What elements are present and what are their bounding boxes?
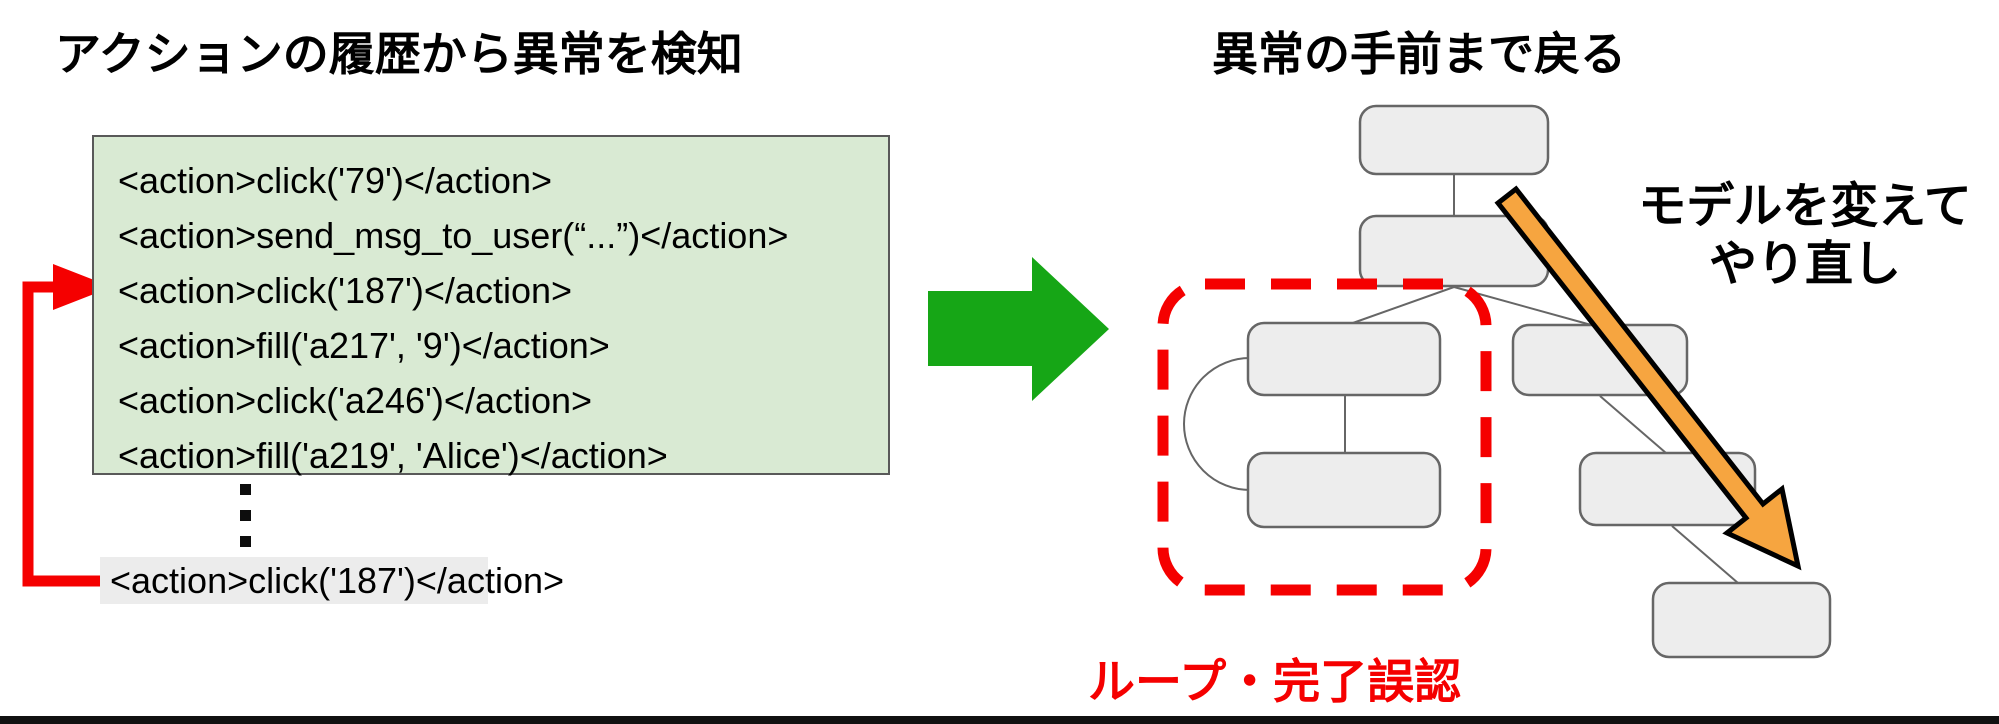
tree-edge-left-branch bbox=[1349, 286, 1455, 325]
tree-node-loop-a bbox=[1246, 321, 1442, 397]
repeated-action-line: <action>click('187')</action> bbox=[100, 557, 564, 604]
left-title: アクションの履歴から異常を検知 bbox=[55, 28, 743, 80]
action-log-line-1: <action>click('79')</action> bbox=[118, 160, 552, 201]
retry-label-line-1: モデルを変えて bbox=[1638, 180, 1972, 233]
retry-label: モデルを変えて やり直し bbox=[1630, 178, 1980, 294]
retry-label-line-2: やり直し bbox=[1708, 238, 1901, 291]
right-title: 異常の手前まで戻る bbox=[1212, 28, 1626, 80]
tree-node-root bbox=[1358, 104, 1550, 176]
anomaly-highlight-box bbox=[1157, 278, 1492, 596]
ellipsis-dot bbox=[240, 484, 251, 495]
tree-node-right-3 bbox=[1651, 581, 1832, 659]
action-log-line-4: <action>fill('a217', '9')</action> bbox=[118, 325, 610, 366]
action-log-line-2: <action>send_msg_to_user(“...”)</action> bbox=[118, 215, 789, 256]
transform-arrow bbox=[928, 257, 1109, 401]
action-log-line-6: <action>fill('a219', 'Alice')</action> bbox=[118, 435, 668, 476]
tree-edge-right-1 bbox=[1599, 395, 1667, 454]
ellipsis-dot bbox=[240, 536, 251, 547]
tree-node-loop-b bbox=[1246, 451, 1442, 529]
loop-back-arrow-line bbox=[22, 281, 100, 587]
ellipsis-dot bbox=[240, 510, 251, 521]
action-log-line-3: <action>click('187')</action> bbox=[118, 270, 573, 311]
tree-edge-right-2 bbox=[1671, 525, 1739, 584]
bottom-bar bbox=[0, 716, 1999, 724]
action-log-box: <action>click('79')</action> <action>sen… bbox=[92, 135, 890, 476]
loop-back-arrowhead bbox=[53, 264, 112, 310]
retry-arrow bbox=[1494, 185, 1802, 571]
loop-error-label: ループ・完了誤認 bbox=[1088, 655, 1462, 708]
vertical-ellipsis-icon: ⋮ bbox=[240, 484, 252, 562]
action-log-line-5: <action>click('a246')</action> bbox=[118, 380, 593, 421]
loop-cycle-edge bbox=[1183, 357, 1251, 491]
